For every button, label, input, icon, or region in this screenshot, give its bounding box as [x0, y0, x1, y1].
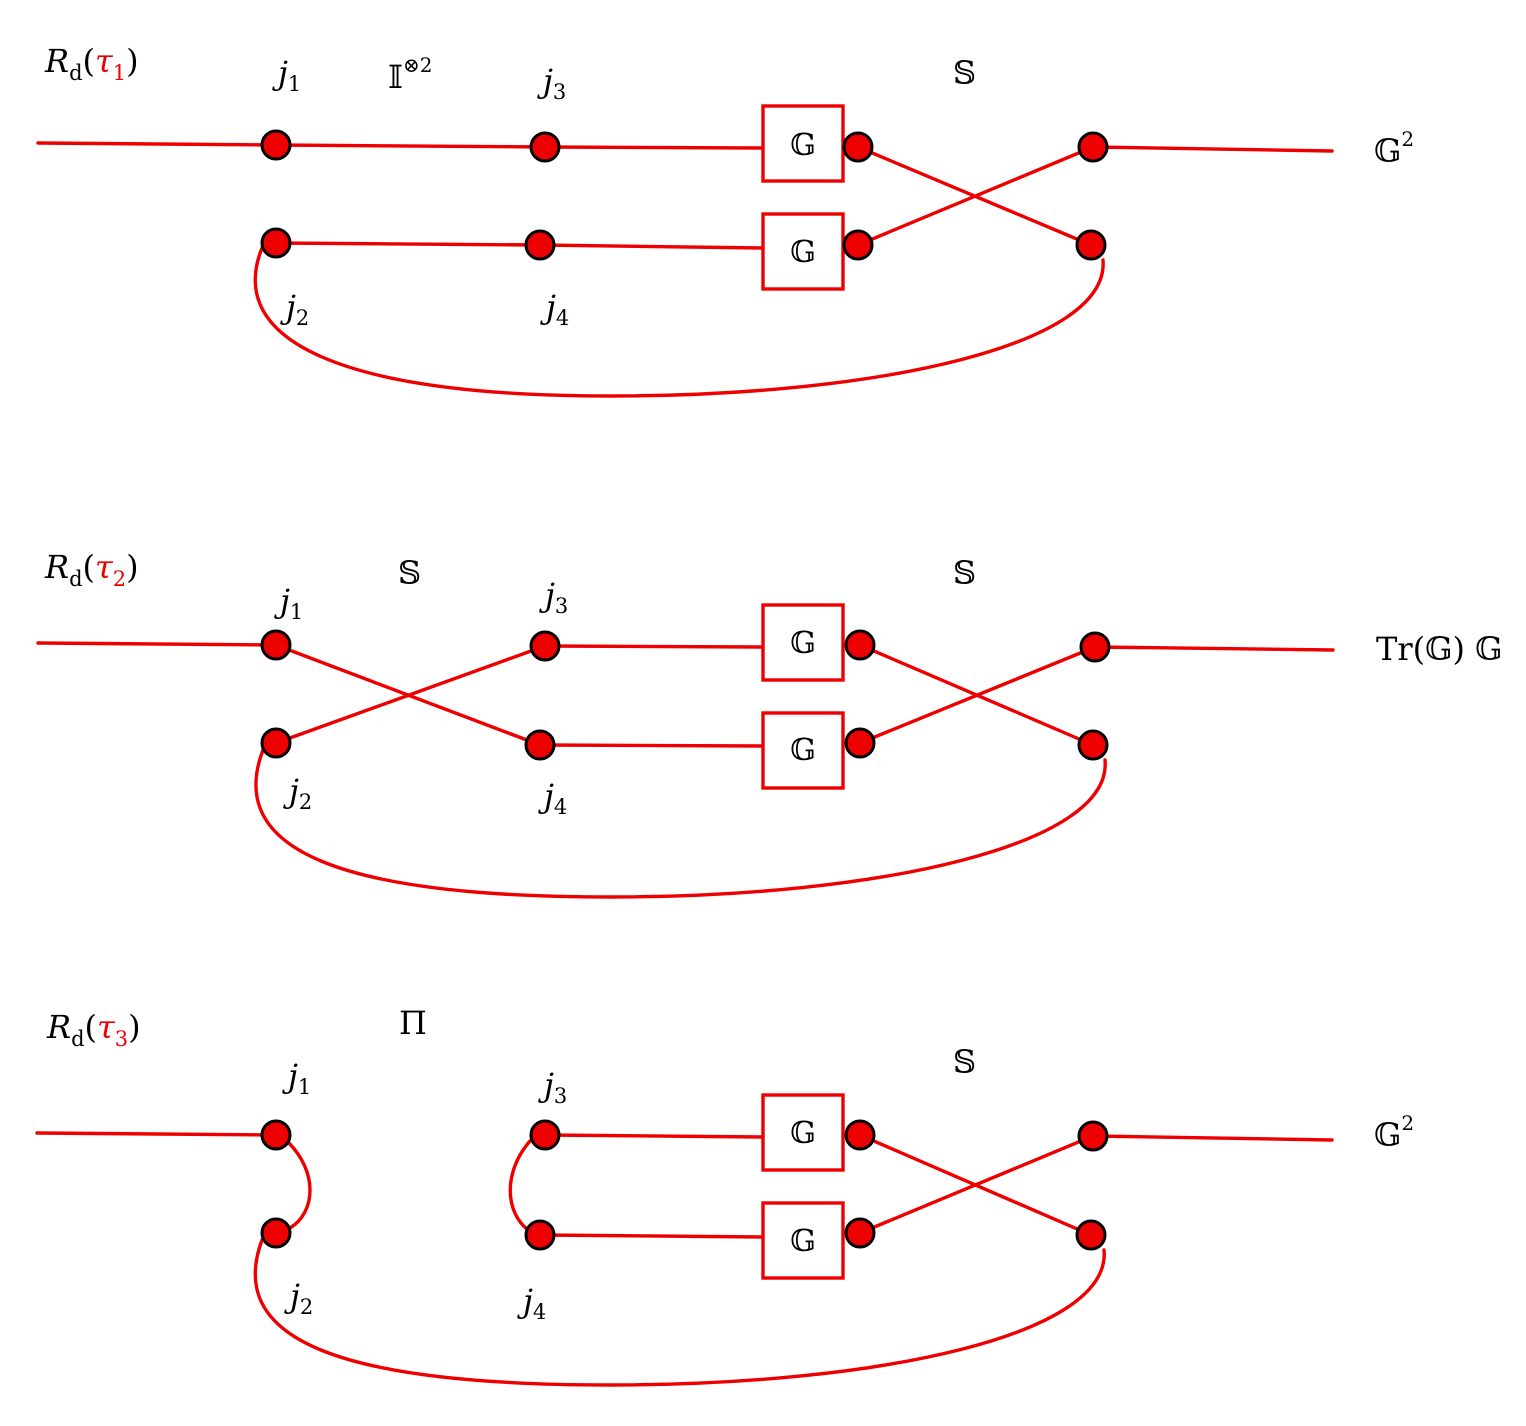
g-box-top-label: 𝔾: [790, 128, 816, 163]
node-j4: [524, 1219, 556, 1251]
result-expression: 𝔾2: [1374, 1111, 1414, 1154]
g-box-bottom-label: 𝔾: [790, 733, 816, 768]
node-j3: [529, 1119, 561, 1151]
label-j1: j1: [282, 1057, 311, 1099]
node-swap-out-bottom: [1077, 729, 1109, 761]
swap-wire-b: [858, 645, 1097, 745]
wire-j1-j3: [274, 143, 547, 149]
label-j2: j2: [284, 1277, 313, 1319]
output-wire: [1091, 145, 1334, 153]
output-wire: [1091, 1134, 1334, 1142]
wire-j4-box: [538, 1233, 765, 1239]
node-box-out-top: [844, 629, 876, 661]
node-box-out-top: [842, 131, 874, 163]
g-box-bottom: [761, 711, 845, 790]
wire-j3-box: [543, 1133, 765, 1139]
node-swap-out-top: [1079, 631, 1111, 663]
panel-title: Rd(τ3): [46, 1008, 141, 1051]
wire-j3-box: [543, 145, 765, 150]
trace-loop: [254, 748, 1107, 899]
node-swap-out-bottom: [1075, 1219, 1107, 1251]
right-operator: 𝕊: [953, 54, 976, 92]
left-operator: Π: [399, 1004, 427, 1042]
wire-j2-j4: [274, 241, 542, 247]
g-box-bottom: [761, 212, 845, 291]
panel-tau1: 𝔾 𝔾 Rd(τ1) j1 j3 j2 j4 𝕀⊗2 𝕊 𝔾2: [36, 42, 1414, 398]
panel-tau2: 𝔾 𝔾 Rd(τ2) j1 j3 j2 j4 𝕊 𝕊 Tr(𝔾) 𝔾: [36, 548, 1502, 899]
g-box-bottom: [761, 1201, 845, 1280]
node-box-out-bottom: [842, 229, 874, 261]
g-box-top: [761, 1093, 845, 1172]
result-expression: 𝔾2: [1374, 127, 1414, 170]
g-box-top-label: 𝔾: [790, 1116, 816, 1151]
label-j1: j1: [274, 582, 303, 624]
label-j1: j1: [272, 54, 301, 96]
cup-j1-j2: [286, 1140, 312, 1230]
left-operator: 𝕊: [398, 554, 421, 592]
node-j2: [260, 227, 292, 259]
right-operator: 𝕊: [953, 1043, 976, 1081]
wire-j4-box: [538, 743, 765, 748]
label-j2: j2: [283, 772, 312, 814]
g-box-bottom-label: 𝔾: [790, 235, 816, 270]
label-j2: j2: [280, 288, 309, 330]
node-j2: [260, 727, 292, 759]
node-j3: [529, 131, 561, 163]
panel-title: Rd(τ1): [44, 42, 139, 85]
left-operator: 𝕀⊗2: [388, 53, 432, 96]
result-expression: Tr(𝔾) 𝔾: [1376, 630, 1502, 668]
node-swap-out-bottom: [1075, 229, 1107, 261]
g-box-top-label: 𝔾: [790, 626, 816, 661]
trace-loop: [253, 1238, 1106, 1387]
swap-wire-b: [858, 1134, 1095, 1235]
trace-loop: [253, 246, 1105, 398]
label-j3: j3: [538, 1066, 567, 1108]
node-j1: [260, 129, 292, 161]
wire-j4-box: [538, 243, 765, 250]
node-box-out-bottom: [844, 727, 876, 759]
label-j4: j4: [540, 288, 569, 330]
node-j1: [260, 1119, 292, 1151]
node-j1: [260, 629, 292, 661]
label-j4: j4: [538, 777, 567, 819]
node-j4: [524, 229, 556, 261]
node-box-out-bottom: [844, 1217, 876, 1249]
output-wire: [1093, 645, 1335, 652]
label-j3: j3: [539, 576, 568, 618]
input-wire: [35, 1131, 278, 1137]
node-j3: [529, 630, 561, 662]
node-swap-out-top: [1077, 1120, 1109, 1152]
wire-j3-box: [543, 644, 765, 649]
cross-wire-j2-j3: [274, 644, 547, 745]
input-wire: [36, 641, 278, 647]
node-box-out-top: [844, 1119, 876, 1151]
g-box-bottom-label: 𝔾: [790, 1224, 816, 1259]
cup-j3-j4: [508, 1139, 532, 1232]
g-box-top: [761, 603, 845, 682]
panel-title: Rd(τ2): [44, 548, 139, 591]
label-j4: j4: [517, 1282, 546, 1324]
panel-tau3: 𝔾 𝔾 Rd(τ3) j1 j3 j2 j4 Π 𝕊 𝔾2: [35, 1004, 1414, 1387]
node-j2: [260, 1217, 292, 1249]
label-j3: j3: [537, 62, 566, 104]
swap-wire-b: [856, 145, 1095, 247]
right-operator: 𝕊: [953, 554, 976, 592]
input-wire: [36, 141, 278, 147]
node-swap-out-top: [1077, 131, 1109, 163]
node-j4: [524, 729, 556, 761]
